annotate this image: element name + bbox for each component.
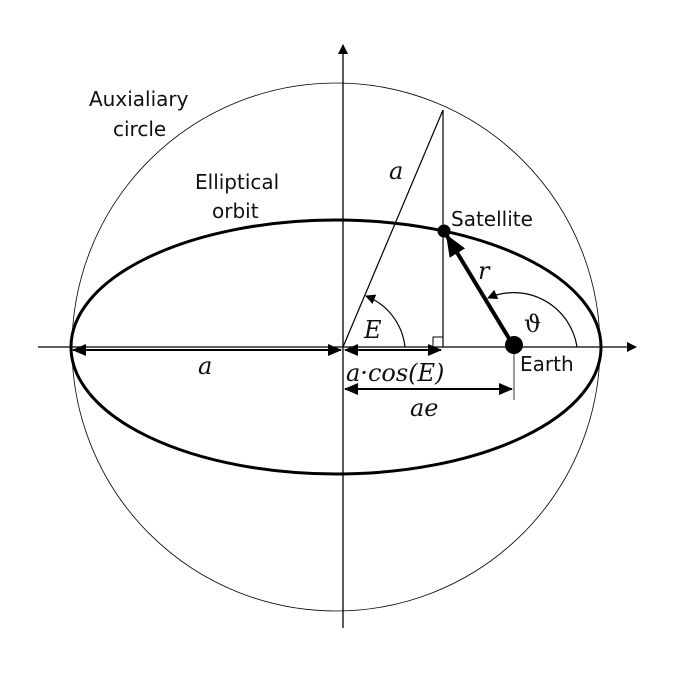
auxiliary-circle-label-2: circle — [113, 117, 166, 141]
angle-e-arc — [365, 294, 406, 348]
hypotenuse-a-line — [342, 109, 444, 348]
acos-e-label: a·cos(E) — [346, 359, 444, 387]
angle-theta-arc — [487, 289, 578, 348]
dimension-a-label: a — [198, 352, 212, 380]
earth-label: Earth — [520, 352, 574, 376]
satellite-label: Satellite — [451, 207, 533, 231]
elliptical-orbit — [69, 218, 603, 476]
elliptical-orbit-label: Elliptical — [195, 170, 279, 194]
radius-label: r — [478, 257, 491, 285]
angle-theta-label: ϑ — [524, 310, 541, 338]
earth-dot — [505, 336, 523, 354]
angle-e-label: E — [363, 316, 382, 344]
hypotenuse-a-label: a — [389, 157, 403, 185]
ae-label: ae — [410, 394, 439, 422]
elliptical-orbit-label-2: orbit — [212, 199, 259, 223]
auxiliary-circle-label: Auxialiary — [89, 87, 189, 111]
satellite-dot — [437, 224, 451, 238]
radius-vector-arrow — [445, 234, 515, 347]
right-angle-marker — [432, 336, 444, 348]
